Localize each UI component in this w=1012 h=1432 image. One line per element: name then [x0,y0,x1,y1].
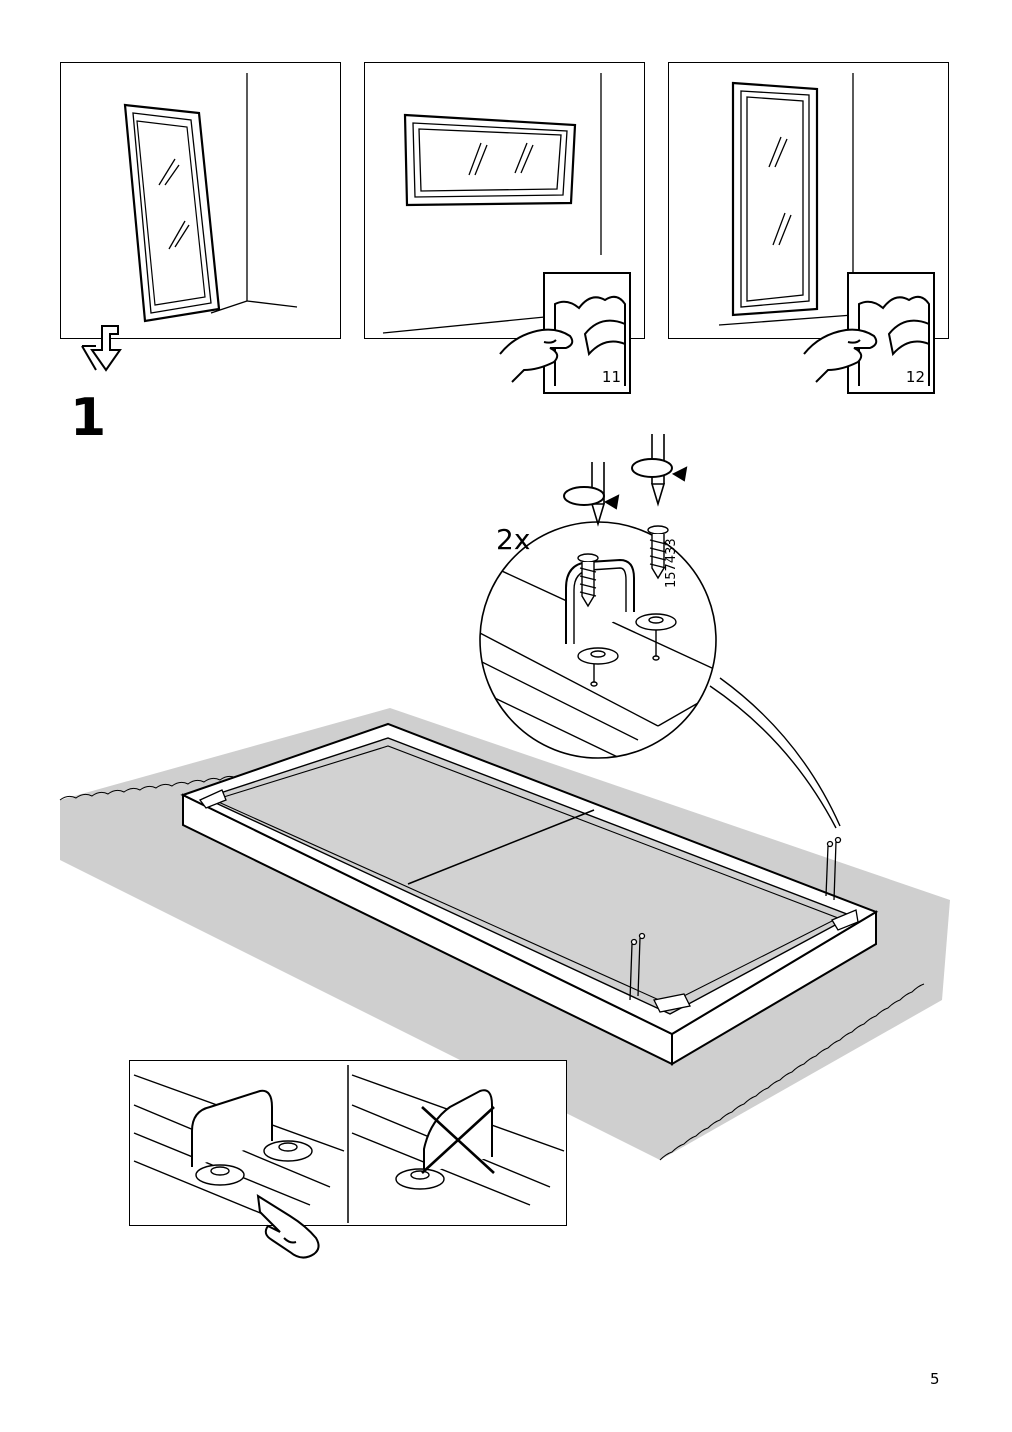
detail-magnifier [479,521,717,759]
down-arrow-icon [81,325,122,372]
standing-mirror-illustration [123,73,298,323]
placement-check-panel [129,1060,567,1226]
quantity-label: 2x [496,523,531,556]
sticker-number: 12 [905,368,925,386]
step-number: 1 [70,388,107,448]
rotate-clockwise-icon [631,458,688,482]
sticker-number: 11 [601,368,621,386]
screw-icon [577,553,599,608]
option-panel-standing [60,62,341,339]
hand-icon [803,328,878,383]
horizontal-mirror-illustration [382,73,602,334]
screw-icon [647,525,669,580]
rotate-clockwise-icon [563,486,620,510]
sticker-peel-icon [858,295,930,386]
bracket-icon [191,1089,273,1167]
bracket-icon [423,1089,493,1173]
page-number: 5 [930,1370,940,1388]
hand-pointer-icon [256,1194,320,1259]
hand-icon [499,328,574,383]
vertical-mirror-illustration [718,73,902,326]
sticker-peel-icon [554,295,626,386]
placement-illustrations [133,1065,565,1223]
cross-icon [421,1106,495,1174]
part-number: 157433 [664,538,679,588]
